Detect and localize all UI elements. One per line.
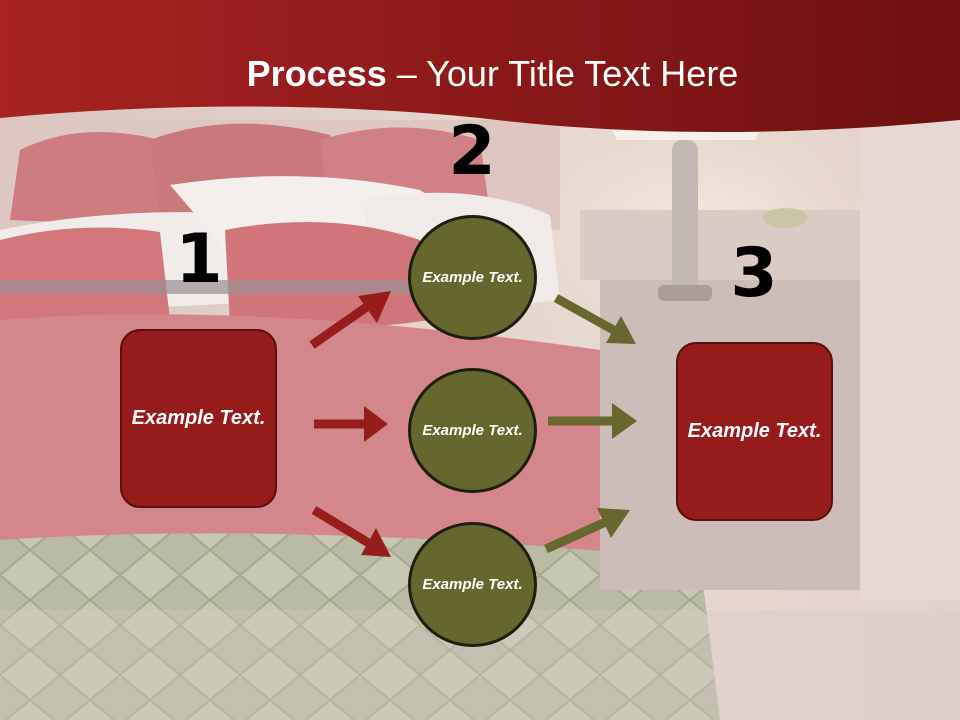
arrow-icon [548, 403, 637, 439]
step-2-circle-bottom-label: Example Text. [422, 576, 523, 593]
slide-title: Process – Your Title Text Here [0, 52, 960, 96]
arrow-icon [311, 506, 391, 557]
arrow-icon [309, 291, 391, 349]
step-number-2: 2 [448, 112, 496, 191]
step-1-box-label: Example Text. [131, 407, 266, 429]
step-1-box: Example Text. [120, 329, 277, 508]
step-2-circle-middle: Example Text. [408, 368, 537, 493]
step-2-circle-top: Example Text. [408, 215, 537, 340]
step-2-circle-top-label: Example Text. [422, 269, 523, 286]
arrow-icon [314, 406, 388, 442]
step-2-circle-middle-label: Example Text. [422, 422, 523, 439]
step-3-box: Example Text. [676, 342, 833, 521]
step-3-box-label: Example Text. [687, 420, 822, 442]
arrow-icon [544, 508, 630, 554]
arrow-icon [553, 294, 636, 344]
step-number-1: 1 [175, 220, 223, 299]
step-2-circle-bottom: Example Text. [408, 522, 537, 647]
step-number-3: 3 [730, 234, 778, 313]
title-rest: – Your Title Text Here [386, 53, 739, 94]
title-bold-word: Process [246, 53, 387, 94]
